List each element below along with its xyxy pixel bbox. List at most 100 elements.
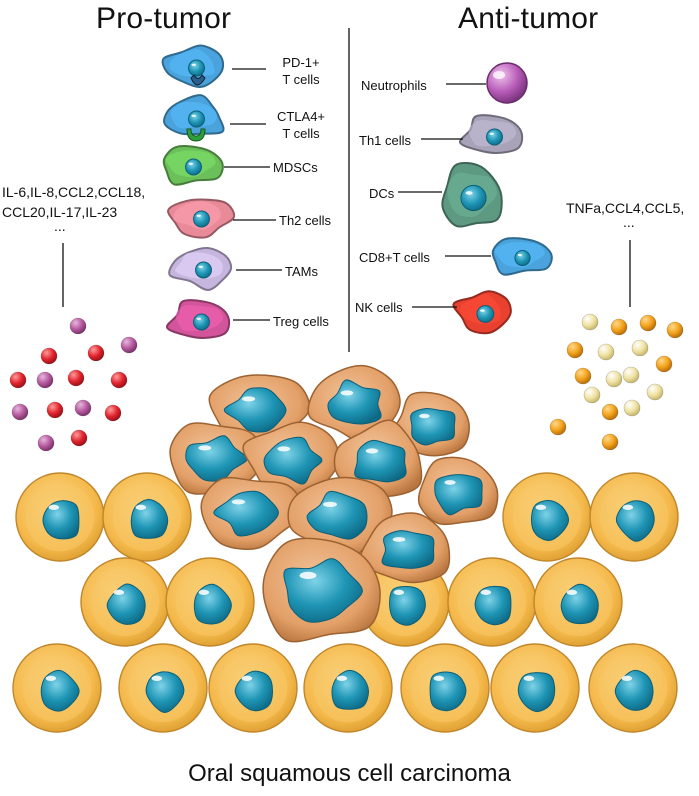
normal-cell-highlight xyxy=(135,504,147,510)
treg-cells-label: Treg cells xyxy=(273,314,329,329)
tumor-cell-highlight xyxy=(323,501,337,508)
anti-cytokines-text: TNFa,CCL4,CCL5, ... xyxy=(566,198,684,232)
dendritic-cell-nucleus xyxy=(460,184,487,212)
pro-cytokine-bead xyxy=(104,404,122,422)
normal-cell-highlight xyxy=(336,675,348,681)
anti-cytokine-bead xyxy=(583,386,601,404)
normal-cell-nucleus xyxy=(517,672,556,713)
tumor-cell-nucleus xyxy=(306,490,368,540)
tumor-cell-highlight xyxy=(242,396,256,402)
pro-cytokine-bead xyxy=(67,369,85,387)
pro-cytokines-line2: CCL20,IL-17,IL-23 xyxy=(2,204,118,220)
pd1-t-cell-nucleus-highlight xyxy=(191,63,196,67)
tumor-cell-highlight xyxy=(340,390,354,396)
pro-cytokines-line1: IL-6,IL-8,CCL2,CCL18, xyxy=(2,184,146,200)
neutrophils-label: Neutrophils xyxy=(361,78,427,93)
pro-cytokine-bead xyxy=(74,399,92,417)
ctla4-t-cell-nucleus xyxy=(188,110,205,128)
normal-cell-highlight xyxy=(433,675,445,681)
mdsc-nucleus xyxy=(185,158,202,176)
tam-nucleus xyxy=(195,261,212,279)
nk-cells-label: NK cells xyxy=(355,300,403,315)
anti-cytokine-bead xyxy=(666,321,684,339)
pd1-label-line1: PD-1+ xyxy=(282,55,320,70)
tumor-cell-nucleus xyxy=(381,530,435,569)
normal-cell-highlight xyxy=(523,675,535,681)
treg-cell-nucleus xyxy=(193,313,210,331)
th1-cell-nucleus xyxy=(486,128,503,146)
normal-cell-highlight xyxy=(241,675,253,681)
th1-cells-label: Th1 cells xyxy=(359,133,412,148)
pd1-receptor-icon xyxy=(190,74,206,86)
nk-cell-nucleus-highlight xyxy=(480,309,485,312)
pro-cytokines-text: IL-6,IL-8,CCL2,CCL18, CCL20,IL-17,IL-23 … xyxy=(2,182,145,236)
tams-label: TAMs xyxy=(285,264,318,279)
ctla4-label-line1: CTLA4+ xyxy=(276,109,326,124)
anti-cytokine-bead xyxy=(574,367,592,385)
pro-cytokine-bead xyxy=(69,317,87,335)
anti-cytokine-bead xyxy=(610,318,628,336)
tumor-cell-highlight xyxy=(365,448,379,454)
normal-cell-highlight xyxy=(480,589,492,595)
normal-cell-nucleus xyxy=(530,499,570,542)
tumor-cell-nucleus xyxy=(434,474,483,516)
pro-cytokine-bead xyxy=(87,344,105,362)
normal-cell-highlight xyxy=(45,675,57,681)
normal-cell-nucleus xyxy=(145,671,185,714)
pro-cytokine-bead xyxy=(70,429,88,447)
anti-cytokines-line1: TNFa,CCL4,CCL5, xyxy=(566,200,685,216)
normal-cell-nucleus xyxy=(389,585,426,626)
th1-cell-nucleus-highlight xyxy=(489,132,494,136)
pro-cytokine-bead xyxy=(40,347,58,365)
th2-cells-label: Th2 cells xyxy=(279,213,332,228)
normal-cell-highlight xyxy=(621,675,633,681)
anti-cytokine-bead xyxy=(581,313,599,331)
anti-cytokine-bead xyxy=(566,341,584,359)
dcs-label: DCs xyxy=(369,186,395,201)
ctla4-receptor-icon xyxy=(186,128,206,142)
tumor-cell-highlight xyxy=(198,445,212,451)
anti-cytokine-bead xyxy=(597,343,615,361)
pro-cytokine-bead xyxy=(37,434,55,452)
anti-cytokine-bead xyxy=(631,339,649,357)
mdscs-label: MDSCs xyxy=(273,160,318,175)
anti-tumor-heading: Anti-tumor xyxy=(458,2,599,35)
normal-cell-nucleus xyxy=(474,585,512,626)
cd8-t-cells-label: CD8+T cells xyxy=(359,250,430,265)
neutrophil-highlight xyxy=(493,71,505,79)
anti-cytokine-bead xyxy=(646,383,664,401)
ctla4-t-cells-label: CTLA4+ T cells xyxy=(268,108,334,142)
tumor-cell-highlight xyxy=(299,571,317,580)
neutrophil xyxy=(486,62,528,104)
nk-cell-nucleus xyxy=(476,305,495,323)
anti-cytokine-bead xyxy=(605,370,623,388)
anti-cytokine-bead xyxy=(639,314,657,332)
anti-cytokine-bead xyxy=(655,355,673,373)
tumor-cell-highlight xyxy=(392,537,406,542)
normal-cell-highlight xyxy=(566,589,578,595)
pro-cytokine-bead xyxy=(110,371,128,389)
ctla4-t-cell-nucleus-highlight xyxy=(191,114,196,118)
tam-nucleus-highlight xyxy=(198,265,203,269)
normal-cell-nucleus xyxy=(234,670,274,712)
tumor-cell-nucleus xyxy=(327,379,382,425)
normal-cell-highlight xyxy=(113,589,125,595)
normal-cell-highlight xyxy=(198,589,210,595)
pro-cytokines-ellipsis: ... xyxy=(54,218,66,234)
treg-cell-nucleus-highlight xyxy=(196,317,201,321)
pro-cytokine-bead xyxy=(11,403,29,421)
cell-layer xyxy=(9,44,684,733)
tumor-cell-nucleus xyxy=(410,407,456,446)
normal-cell-highlight xyxy=(393,589,405,595)
th2-cell-nucleus xyxy=(193,210,210,228)
anti-cytokine-bead xyxy=(601,403,619,421)
normal-cell-highlight xyxy=(535,504,547,510)
tumor-cell-highlight xyxy=(231,499,246,505)
cd8-t-cell-nucleus-highlight xyxy=(517,253,522,257)
normal-cell-highlight xyxy=(151,675,163,681)
th2-cell-nucleus-highlight xyxy=(196,214,201,218)
dendritic-cell-nucleus-highlight xyxy=(465,191,473,195)
ctla4-label-line2: T cells xyxy=(282,126,320,141)
